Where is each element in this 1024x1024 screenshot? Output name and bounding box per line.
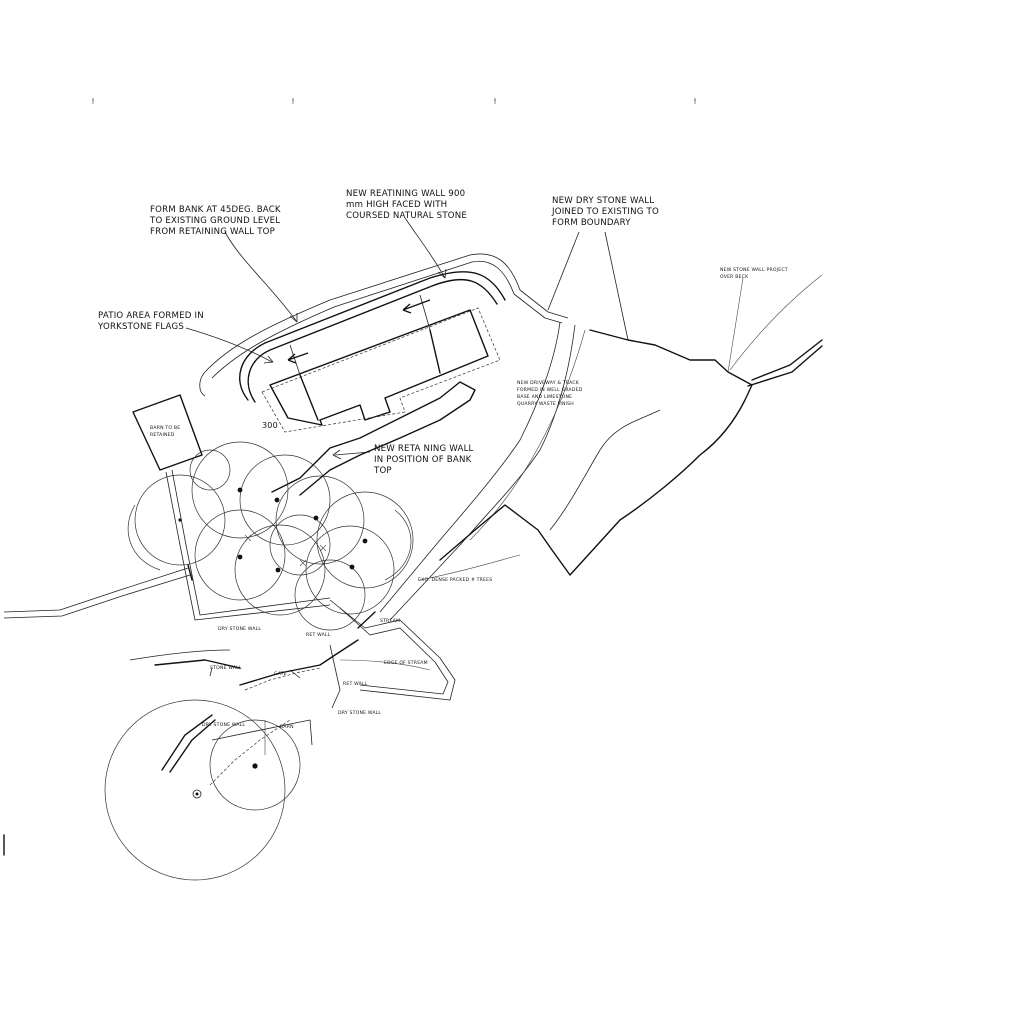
label-new-retaining-wall-bank: NEW RETA NING WALL IN POSITION OF BANK T… bbox=[373, 444, 474, 476]
svg-text:FORMED IN WELL GRADED: FORMED IN WELL GRADED bbox=[517, 387, 583, 393]
label-patio-area: PATIO AREA FORMED IN YORKSTONE FLAGS bbox=[97, 311, 204, 332]
label-exist-trees: EXG. DENSE PACKED # TREES bbox=[418, 577, 492, 583]
svg-text:NEW RETA NING WALL: NEW RETA NING WALL bbox=[374, 444, 474, 454]
driveway-track bbox=[379, 274, 823, 621]
svg-text:FORM BANK AT 45DEG. BACK: FORM BANK AT 45DEG. BACK bbox=[150, 205, 281, 215]
svg-text:RETAINED: RETAINED bbox=[150, 432, 175, 438]
lower-trees bbox=[104, 699, 313, 881]
label-dry-stone-wall-2: DRY STONE WALL bbox=[338, 710, 381, 716]
leader-lines bbox=[185, 217, 744, 460]
label-new-retaining-wall: NEW REATINING WALL 900 mm HIGH FACED WIT… bbox=[346, 189, 467, 221]
label-barn-retained: BARN TO BE RETAINED bbox=[150, 425, 180, 438]
svg-text:YORKSTONE FLAGS: YORKSTONE FLAGS bbox=[97, 322, 184, 332]
svg-text:NEW DRIVEWAY & TRACK: NEW DRIVEWAY & TRACK bbox=[517, 380, 580, 386]
label-dry-stone-wall-3: DRY STONE WALL bbox=[202, 722, 245, 728]
label-new-dry-stone-wall: NEW DRY STONE WALL JOINED TO EXISTING TO… bbox=[551, 196, 659, 228]
label-form-bank: FORM BANK AT 45DEG. BACK TO EXISTING GRO… bbox=[149, 205, 281, 237]
svg-text:JOINED TO EXISTING TO: JOINED TO EXISTING TO bbox=[551, 207, 659, 217]
south-walls bbox=[129, 639, 359, 691]
label-barn-lower: BARN bbox=[280, 724, 294, 730]
label-driveway: NEW DRIVEWAY & TRACK FORMED IN WELL GRAD… bbox=[517, 380, 583, 407]
svg-text:FROM RETAINING WALL TOP: FROM RETAINING WALL TOP bbox=[150, 227, 275, 237]
label-edge-of-stream: EDGE OF STREAM bbox=[384, 660, 428, 666]
tree-canopies bbox=[127, 441, 414, 631]
svg-text:NEW DRY STONE WALL: NEW DRY STONE WALL bbox=[552, 196, 654, 206]
label-ret-wall-2: RET WALL bbox=[343, 681, 368, 687]
svg-text:NEW REATINING WALL 900: NEW REATINING WALL 900 bbox=[346, 189, 465, 199]
svg-text:OVER BECK: OVER BECK bbox=[720, 274, 749, 280]
section-arrows bbox=[287, 299, 431, 364]
label-ret-wall-1: RET WALL bbox=[306, 632, 331, 638]
svg-text:TO EXISTING GROUND LEVEL: TO EXISTING GROUND LEVEL bbox=[149, 216, 280, 226]
svg-text:IN POSITION OF BANK: IN POSITION OF BANK bbox=[374, 455, 472, 465]
label-stream: STREAM bbox=[380, 618, 400, 624]
svg-text:mm HIGH FACED WITH: mm HIGH FACED WITH bbox=[346, 200, 447, 210]
boundary-walls bbox=[199, 253, 569, 403]
west-boundary bbox=[3, 469, 331, 621]
label-dry-stone-wall-1: DRY STONE WALL bbox=[218, 626, 261, 632]
dimension-300: 300 bbox=[262, 421, 278, 430]
label-gate: GATE bbox=[274, 671, 287, 677]
stream-area bbox=[329, 554, 521, 709]
bank-retaining-wall bbox=[271, 381, 476, 496]
svg-text:COURSED NATURAL STONE: COURSED NATURAL STONE bbox=[346, 211, 467, 221]
svg-text:NEW STONE WALL PROJECT: NEW STONE WALL PROJECT bbox=[720, 267, 788, 273]
house-footprint bbox=[261, 294, 501, 433]
label-new-stone-wall-right: NEW STONE WALL PROJECT OVER BECK bbox=[720, 267, 788, 280]
svg-text:BASE AND LIMESTONE: BASE AND LIMESTONE bbox=[517, 394, 572, 400]
svg-text:QUARRY WASTE FINISH: QUARRY WASTE FINISH bbox=[517, 401, 574, 407]
svg-text:FORM BOUNDARY: FORM BOUNDARY bbox=[552, 218, 631, 228]
svg-text:BARN TO BE: BARN TO BE bbox=[150, 425, 180, 431]
barn-retained bbox=[132, 394, 203, 471]
svg-text:PATIO AREA FORMED IN: PATIO AREA FORMED IN bbox=[98, 311, 204, 321]
label-stone-wall: STONE WALL bbox=[210, 665, 242, 671]
svg-text:TOP: TOP bbox=[373, 466, 392, 476]
registration-marks bbox=[3, 98, 696, 856]
